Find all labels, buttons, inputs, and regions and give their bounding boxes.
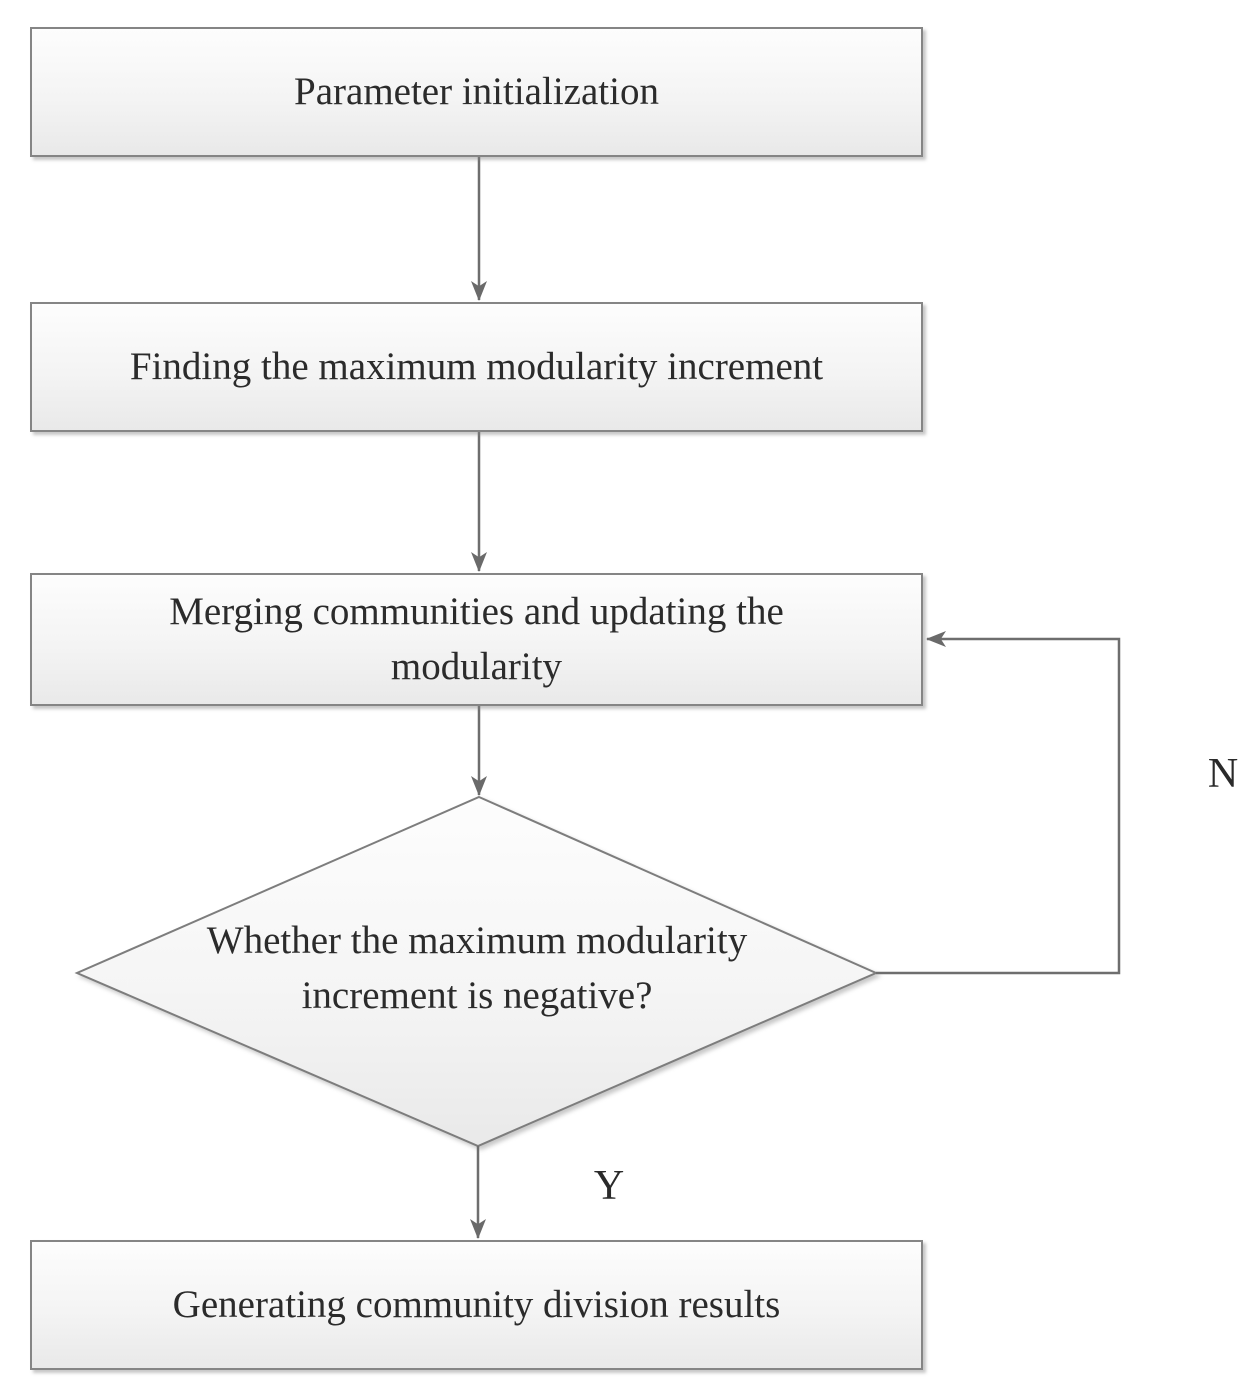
edge-label-no: N [1207,751,1239,797]
node-merging-communities-updating-modularity-label: Merging communities and updating the mod… [169,589,784,688]
node-finding-maximum-modularity-increment-label: Finding the maximum modularity increment [129,344,824,388]
edge-label-yes: Y [593,1163,625,1209]
decision-maximum-increment-negative-label: Whether the maximum modularity increment… [206,919,748,1018]
node-generating-community-division-results: Generating community division results [30,1240,923,1370]
loop-back-connector-no-branch [876,631,1121,975]
node-parameter-initialization-label: Parameter initialization [294,69,659,113]
node-merging-communities-updating-modularity: Merging communities and updating the mod… [30,573,923,706]
node-generating-community-division-results-label: Generating community division results [172,1282,781,1326]
node-parameter-initialization: Parameter initialization [30,27,923,157]
node-finding-maximum-modularity-increment: Finding the maximum modularity increment [30,302,923,432]
